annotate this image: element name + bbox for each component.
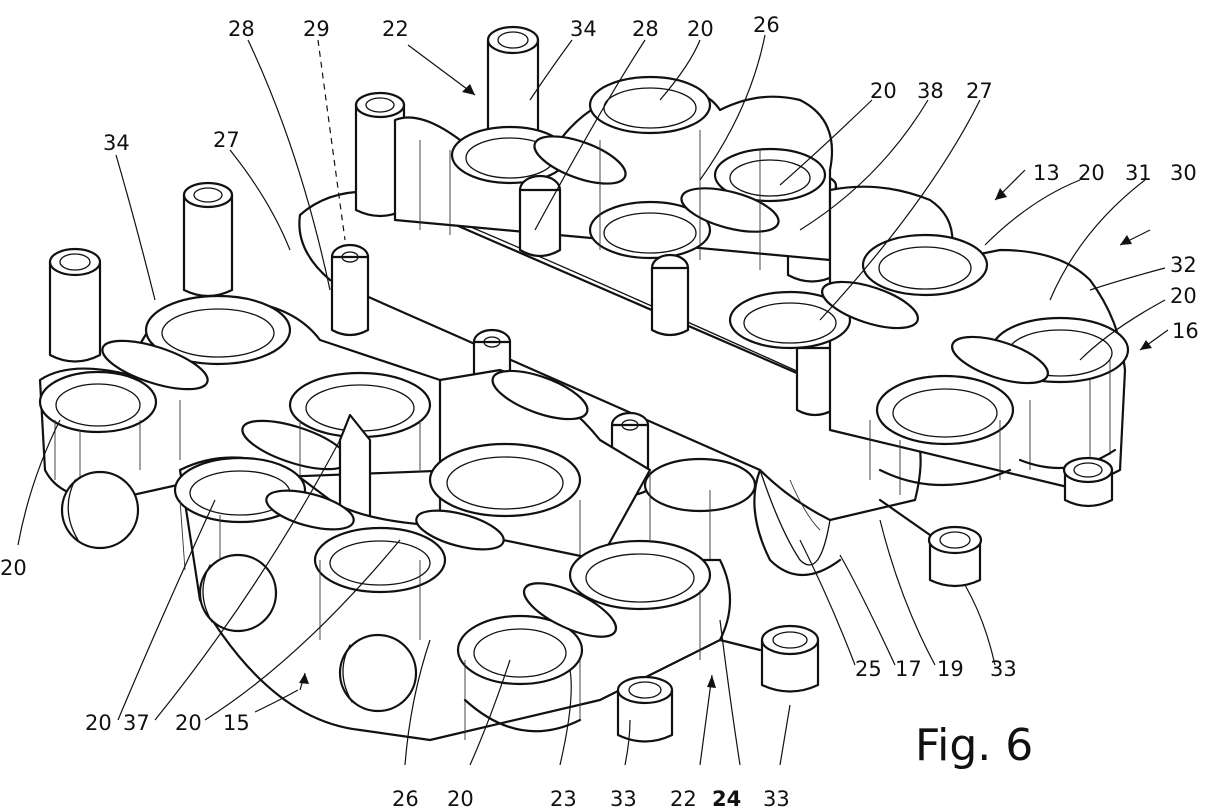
ref-29: 29 <box>303 17 330 41</box>
ref-34-top: 34 <box>570 17 597 41</box>
ref-16: 16 <box>1172 319 1199 343</box>
ref-28-left: 28 <box>228 17 255 41</box>
ref-20-bottom-left: 20 <box>85 711 112 735</box>
middle-row <box>428 368 757 562</box>
ref-20-top: 20 <box>687 17 714 41</box>
ref-28-top: 28 <box>632 17 659 41</box>
ref-30: 30 <box>1170 161 1197 185</box>
reference-numerals: 28 29 22 34 28 20 26 20 38 27 34 27 13 2… <box>0 13 1199 811</box>
ref-26-top: 26 <box>753 13 780 37</box>
figure-caption: Fig. 6 <box>915 720 1033 771</box>
back-loop-row <box>393 75 835 417</box>
ref-20-upper-right: 20 <box>870 79 897 103</box>
front-row <box>173 456 820 743</box>
ref-37: 37 <box>123 711 150 735</box>
ref-23: 23 <box>550 787 577 811</box>
ref-24: 24 <box>712 787 741 811</box>
ref-38: 38 <box>917 79 944 103</box>
ref-33-right: 33 <box>990 657 1017 681</box>
ref-20-right: 20 <box>1078 161 1105 185</box>
ref-26-bottom: 26 <box>392 787 419 811</box>
ref-17: 17 <box>895 657 922 681</box>
right-cluster <box>728 185 1130 588</box>
ref-20-bottom: 20 <box>175 711 202 735</box>
ref-27-left: 27 <box>213 128 240 152</box>
ref-33-bottom: 33 <box>610 787 637 811</box>
ref-13: 13 <box>1033 161 1060 185</box>
ref-33-bottom-right: 33 <box>763 787 790 811</box>
ref-22-bottom: 22 <box>670 787 697 811</box>
ref-15: 15 <box>223 711 250 735</box>
ref-22-top: 22 <box>382 17 409 41</box>
ref-27-right: 27 <box>966 79 993 103</box>
ref-31: 31 <box>1125 161 1152 185</box>
ref-20-far-right: 20 <box>1170 284 1197 308</box>
ref-19: 19 <box>937 657 964 681</box>
ref-25: 25 <box>855 657 882 681</box>
ref-20-left: 20 <box>0 556 27 580</box>
ref-20-bottom-center: 20 <box>447 787 474 811</box>
ref-32: 32 <box>1170 253 1197 277</box>
ref-34-left: 34 <box>103 131 130 155</box>
leader-lines <box>17 34 1169 766</box>
